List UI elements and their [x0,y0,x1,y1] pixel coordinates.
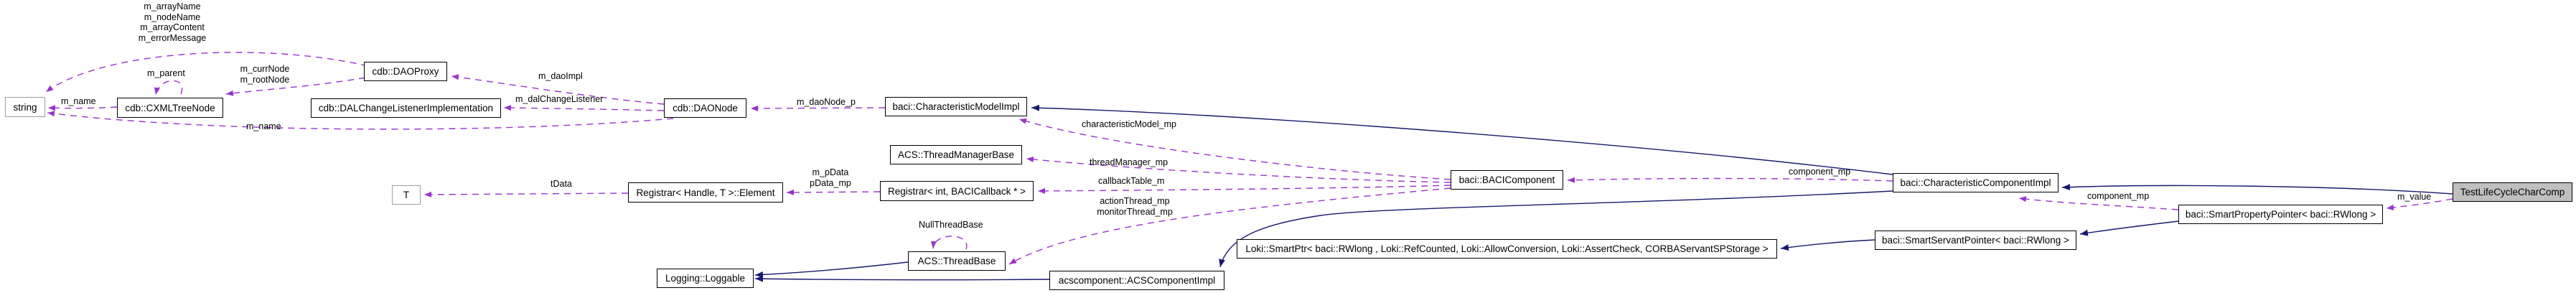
edge-label-m-dalchangelistener: m_dalChangeListener [515,94,604,104]
edge-label-m-value: m_value [2397,192,2432,202]
node-acs-threadbase[interactable]: ACS::ThreadBase [908,251,1006,271]
edge-label-m-daonode-p: m_daoNode_p [797,97,856,107]
edge-spp-inherits-ssp [2079,220,2179,236]
edge-testlcc-to-spp-mvalue [2386,198,2453,210]
edge-acscomponentimpl-inherits-loggable [754,275,1050,282]
edge-label-m-daoimpl: m_daoImpl [538,71,583,81]
edge-daonode-to-string-mname [47,111,674,130]
node-baci-characteristiccomponentimpl[interactable]: baci::CharacteristicComponentImpl [1893,173,2059,192]
node-baci-smartservantpointer[interactable]: baci::SmartServantPointer< baci::RWlong … [1875,231,2076,250]
edge-label-threadmanager-mp: threadManager_mp [1090,157,1168,167]
edge-threadbase-self-nullthreadbase [930,236,968,250]
node-acscomponent-acscomponentimpl[interactable]: acscomponent::ACSComponentImpl [1049,271,1224,290]
edge-daonode-to-dalchangelistener [503,105,665,111]
edge-label-m-pdata: m_pData pData_mp [810,167,851,188]
edge-label-nullthreadbase: NullThreadBase [919,220,983,230]
edge-ccimpl-inherits-modelimpl [1031,104,1893,175]
node-loki-smartptr[interactable]: Loki::SmartPtr< baci::RWlong , Loki::Ref… [1237,239,1777,259]
edge-bacicomponent-to-modelimpl [1018,118,1451,180]
node-cdb-daoproxy[interactable]: cdb::DAOProxy [364,62,447,81]
edge-cxmltreenode-self-mparent [154,80,183,96]
node-baci-smartpropertypointer[interactable]: baci::SmartPropertyPointer< baci::RWlong… [2178,205,2383,224]
edge-daoproxy-to-cxmltreenode [225,77,366,96]
node-registrar-bacicallback[interactable]: Registrar< int, BACICallback * > [880,181,1034,201]
edge-ccimpl-inherits-acscomponentimpl [1219,190,1893,268]
edge-label-component-mp-left: component_mp [1789,167,1851,177]
edge-label-m-parent: m_parent [147,68,185,78]
edge-bacicomponent-to-threadbase [1008,187,1451,265]
edge-label-m-name-1: m_name [61,96,96,106]
edge-label-currnode-rootnode: m_currNode m_rootNode [240,64,290,85]
edge-ssp-inherits-lokismartptr [1780,239,1875,251]
edge-label-proxy-string-fields: m_arrayName m_nodeName m_arrayContent m_… [138,1,207,43]
node-logging-loggable[interactable]: Logging::Loggable [657,269,754,288]
node-testlifecyclecharcomp: TestLifeCycleCharComp [2453,182,2572,202]
edge-label-component-mp-right: component_mp [2087,191,2150,201]
node-baci-bacicomponent[interactable]: baci::BACIComponent [1451,170,1563,190]
edge-label-m-name-2: m_name [246,121,281,131]
node-acs-threadmanagerbase[interactable]: ACS::ThreadManagerBase [890,145,1022,164]
edge-bacicomponent-to-threadmanager [1026,157,1451,183]
edge-label-characteristicmodel-mp: characteristicModel_mp [1082,119,1176,129]
edge-label-action-monitor-thread: actionThread_mp monitorThread_mp [1097,196,1173,217]
node-t: T [392,185,421,205]
node-string: string [5,97,45,117]
edge-cxmltreenode-to-string-mname [47,105,118,111]
edge-label-callbacktable-m: callbackTable_m [1098,176,1165,186]
node-cdb-daonode[interactable]: cdb::DAONode [664,98,746,118]
node-cdb-dalchangelistenerimplementation[interactable]: cdb::DALChangeListenerImplementation [311,98,501,118]
edge-daoproxy-to-string-fields [45,52,368,93]
node-registrar-element[interactable]: Registrar< Handle, T >::Element [628,182,783,203]
edge-label-tdata: tData [551,179,572,189]
edge-ccimpl-to-bacicomponent [1567,177,1893,183]
edge-testlcc-inherits-ccimpl [2061,184,2453,195]
edge-threadbase-inherits-loggable [754,261,909,278]
edge-element-to-t [423,191,629,197]
node-baci-characteristicmodelimpl[interactable]: baci::CharacteristicModelImpl [885,97,1027,116]
node-cdb-cxmltreenode[interactable]: cdb::CXMLTreeNode [117,98,223,118]
edge-spp-to-ccimpl [2018,196,2179,210]
edge-daonode-to-daoproxy [451,74,665,105]
